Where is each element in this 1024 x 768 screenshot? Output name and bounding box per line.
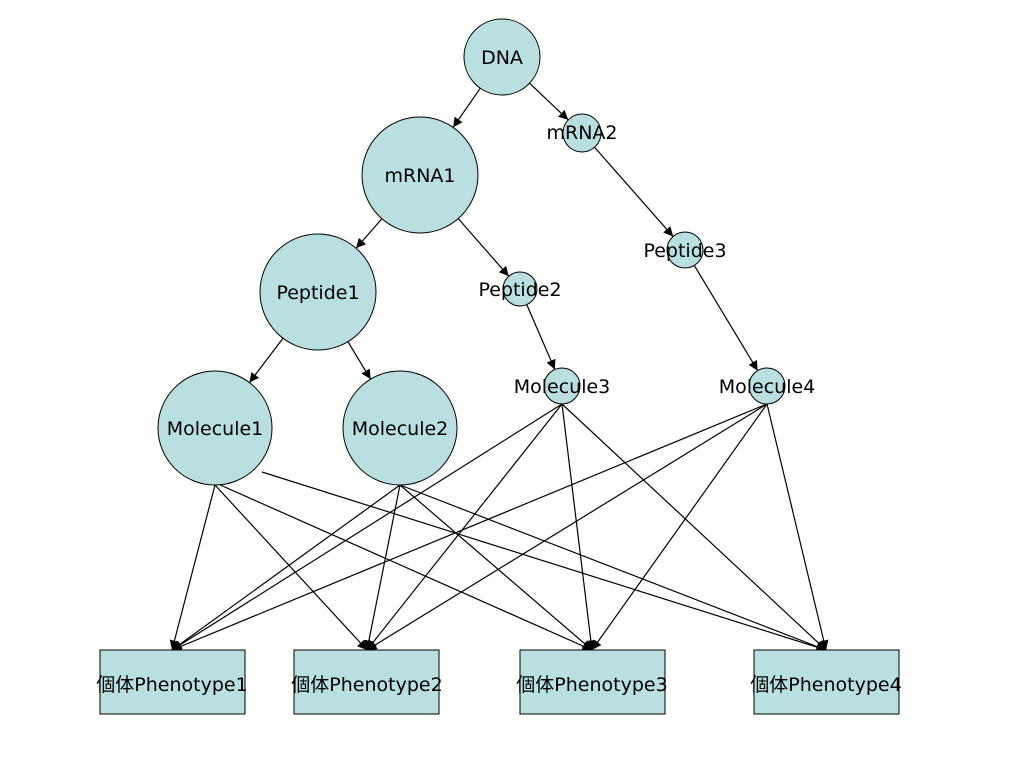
node-peptide3: Peptide3 bbox=[643, 231, 727, 269]
node-molecule2: Molecule2 bbox=[342, 370, 458, 486]
edge-peptide3-to-molecule4 bbox=[693, 265, 759, 371]
node-molecule1: Molecule1 bbox=[157, 370, 273, 486]
node-peptide2-shape bbox=[502, 271, 538, 307]
node-mrna2-label: mRNA2 bbox=[546, 122, 617, 144]
node-molecule3-shape bbox=[543, 367, 581, 405]
node-dna: DNA bbox=[463, 18, 541, 96]
node-peptide1: Peptide1 bbox=[259, 233, 377, 351]
edge-molecule2-to-phenotype3 bbox=[399, 484, 593, 651]
edge-molecule1-to-phenotype3 bbox=[217, 483, 593, 651]
node-peptide1-label: Peptide1 bbox=[276, 282, 359, 304]
node-dna-label: DNA bbox=[481, 47, 523, 69]
node-peptide2: Peptide2 bbox=[478, 271, 562, 307]
node-molecule4-shape bbox=[748, 367, 786, 405]
edge-molecule1-to-phenotype2 bbox=[214, 484, 368, 651]
node-molecule3-label: Molecule3 bbox=[514, 376, 611, 398]
node-phenotype4-shape bbox=[753, 649, 900, 715]
edge-molecule4-to-phenotype1 bbox=[171, 403, 768, 651]
node-phenotype2-shape bbox=[293, 649, 440, 715]
node-phenotype1: 個体Phenotype1 bbox=[96, 649, 248, 715]
node-peptide3-label: Peptide3 bbox=[643, 240, 726, 262]
edge-mrna1-to-peptide2 bbox=[457, 218, 510, 277]
node-molecule2-shape bbox=[342, 370, 458, 486]
node-phenotype1-shape bbox=[99, 649, 246, 715]
edge-molecule2-to-phenotype4 bbox=[399, 484, 827, 652]
node-phenotype1-label: 個体Phenotype1 bbox=[96, 674, 247, 696]
node-peptide3-shape bbox=[666, 231, 704, 269]
node-phenotype3-shape bbox=[519, 649, 666, 715]
node-peptide2-label: Peptide2 bbox=[478, 279, 561, 301]
node-phenotype4: 個体Phenotype4 bbox=[750, 649, 902, 715]
node-phenotype2-label: 個体Phenotype2 bbox=[291, 674, 442, 696]
node-molecule4-label: Molecule4 bbox=[719, 376, 816, 398]
edge-peptide1-to-molecule2 bbox=[347, 341, 372, 380]
node-phenotype2: 個体Phenotype2 bbox=[291, 649, 443, 715]
edge-dna-to-mrna2 bbox=[529, 82, 569, 121]
edge-molecule2-to-phenotype1 bbox=[171, 484, 401, 651]
node-peptide1-shape bbox=[259, 233, 377, 351]
edge-molecule1-to-phenotype1 bbox=[169, 484, 216, 651]
node-molecule2-label: Molecule2 bbox=[352, 418, 449, 440]
edge-dna-to-mrna1 bbox=[452, 87, 481, 128]
edge-molecule3-to-phenotype1 bbox=[171, 403, 563, 651]
node-mrna2-shape bbox=[562, 113, 602, 153]
node-molecule1-label: Molecule1 bbox=[167, 418, 264, 440]
node-molecule4: Molecule4 bbox=[719, 367, 816, 405]
edge-peptide1-to-molecule1 bbox=[248, 337, 284, 383]
edge-peptide2-to-molecule3 bbox=[526, 304, 556, 370]
edge-mrna2-to-peptide3 bbox=[594, 146, 674, 237]
edge-molecule3-to-phenotype4 bbox=[561, 403, 827, 651]
edges-layer bbox=[169, 82, 829, 652]
edge-mrna1-to-peptide1 bbox=[355, 218, 383, 249]
edge-molecule4-to-phenotype3 bbox=[591, 403, 768, 651]
node-mrna2: mRNA2 bbox=[546, 113, 618, 153]
node-mrna1-label: mRNA1 bbox=[384, 165, 455, 187]
edge-molecule3-to-phenotype2 bbox=[366, 403, 563, 651]
node-phenotype4-label: 個体Phenotype4 bbox=[750, 674, 901, 696]
node-phenotype3: 個体Phenotype3 bbox=[516, 649, 668, 715]
node-mrna1: mRNA1 bbox=[361, 116, 479, 234]
edge-molecule4-to-phenotype4 bbox=[766, 403, 829, 651]
node-molecule3: Molecule3 bbox=[514, 367, 611, 405]
node-phenotype3-label: 個体Phenotype3 bbox=[516, 674, 667, 696]
node-molecule1-shape bbox=[157, 370, 273, 486]
node-dna-shape bbox=[463, 18, 541, 96]
node-mrna1-shape bbox=[361, 116, 479, 234]
edge-molecule1-to-phenotype4 bbox=[261, 471, 827, 652]
edge-molecule2-to-phenotype2 bbox=[364, 484, 401, 651]
edge-molecule4-to-phenotype2 bbox=[366, 403, 768, 651]
edge-molecule3-to-phenotype3 bbox=[561, 403, 596, 651]
